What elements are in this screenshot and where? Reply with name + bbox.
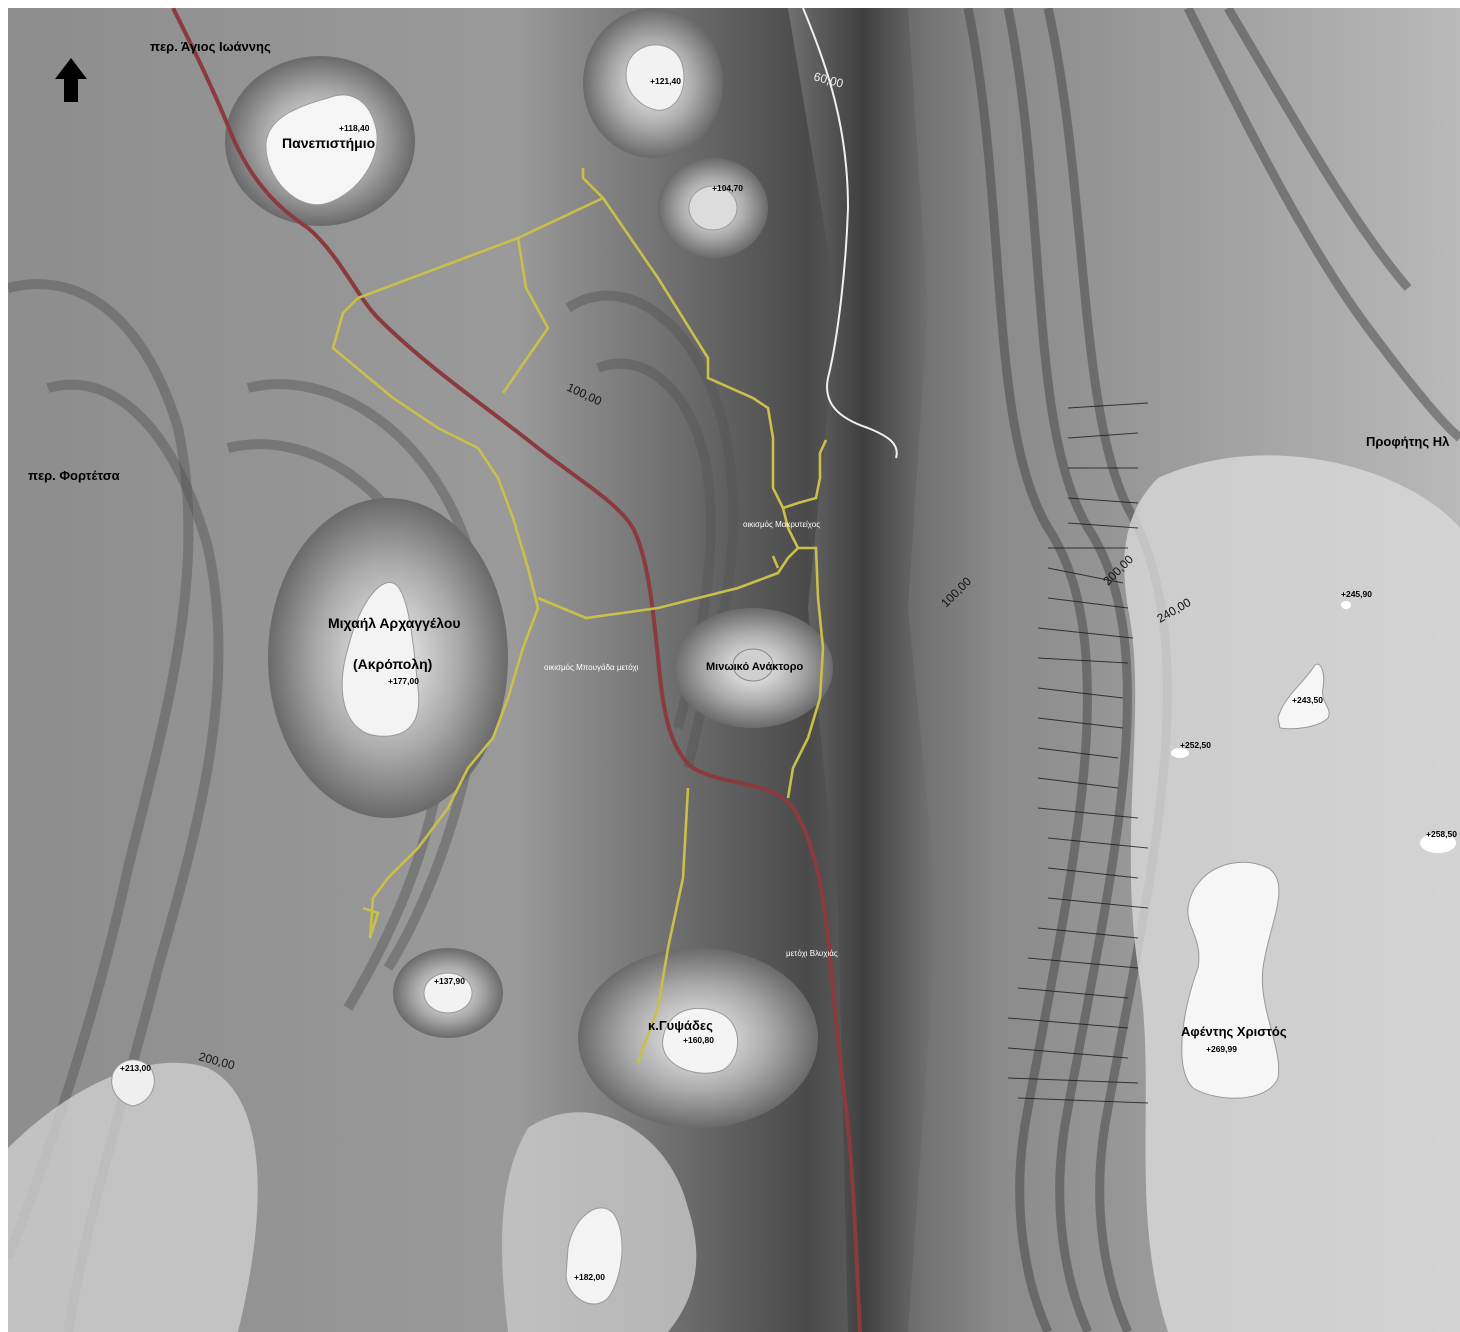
central-valley xyxy=(788,8,938,1332)
elev-gypsades: +160,80 xyxy=(683,1035,714,1045)
southwest-plateau xyxy=(8,1062,258,1332)
summit-acropolis xyxy=(341,582,420,737)
label-michail-2: (Ακρόπολη) xyxy=(353,656,432,672)
elev-182: +182,00 xyxy=(574,1272,605,1282)
summit-258 xyxy=(1420,833,1456,853)
label-afentis: Αφέντης Χριστός xyxy=(1181,1024,1287,1039)
summit-104 xyxy=(688,185,738,231)
elev-252: +252,50 xyxy=(1180,740,1211,750)
summit-213 xyxy=(111,1059,155,1107)
label-vlychia: μετόχι Βλυχιάς xyxy=(786,949,838,958)
main-road xyxy=(171,8,862,1332)
summit-252 xyxy=(1171,748,1189,758)
summit-gypsades xyxy=(662,1007,739,1074)
summit-137 xyxy=(423,972,473,1014)
elev-243: +243,50 xyxy=(1292,695,1323,705)
north-arrow-icon xyxy=(55,58,87,102)
summit-182 xyxy=(565,1207,623,1305)
elev-137: +137,90 xyxy=(434,976,465,986)
label-minoiko: Μινωικό Ανάκτορο xyxy=(706,661,803,673)
summit-245 xyxy=(1341,601,1351,609)
elev-acropolis: +177,00 xyxy=(388,676,419,686)
elev-afentis: +269,99 xyxy=(1206,1044,1237,1054)
footpaths xyxy=(331,168,828,1064)
afentis-plateau xyxy=(1124,455,1460,1332)
label-agios-ioannis: περ. Άγιος Ιωάννης xyxy=(150,39,271,54)
label-michail: Μιχαήλ Αρχαγγέλου xyxy=(328,615,461,631)
elev-258: +258,50 xyxy=(1426,829,1457,839)
summit-243 xyxy=(1277,663,1330,730)
elev-121: +121,40 xyxy=(650,76,681,86)
label-makryteichos: οικισμός Μακρυτείχος xyxy=(743,520,820,529)
summit-panepistimio xyxy=(265,94,378,206)
topographic-map: περ. Άγιος Ιωάννης Πανεπιστήμιο περ. Φορ… xyxy=(8,8,1460,1332)
escarpment-hachures xyxy=(1007,402,1149,1104)
summit-afentis xyxy=(1181,861,1280,1099)
label-panepistimio: Πανεπιστήμιο xyxy=(282,135,375,151)
label-bougada: οικισμός Μπουγάδα μετόχι xyxy=(544,663,639,672)
elev-213: +213,00 xyxy=(120,1063,151,1073)
summit-minoiko xyxy=(732,648,774,682)
label-fortetsa: περ. Φορτέτσα xyxy=(28,468,120,483)
elev-104: +104,70 xyxy=(712,183,743,193)
stream xyxy=(802,8,898,459)
elev-panepistimio: +118,40 xyxy=(339,123,370,133)
elev-245: +245,90 xyxy=(1341,589,1372,599)
label-gypsades: κ.Γυψάδες xyxy=(648,1018,713,1033)
summit-121 xyxy=(625,44,685,111)
label-profitis: Προφήτης Ηλ xyxy=(1366,434,1450,449)
